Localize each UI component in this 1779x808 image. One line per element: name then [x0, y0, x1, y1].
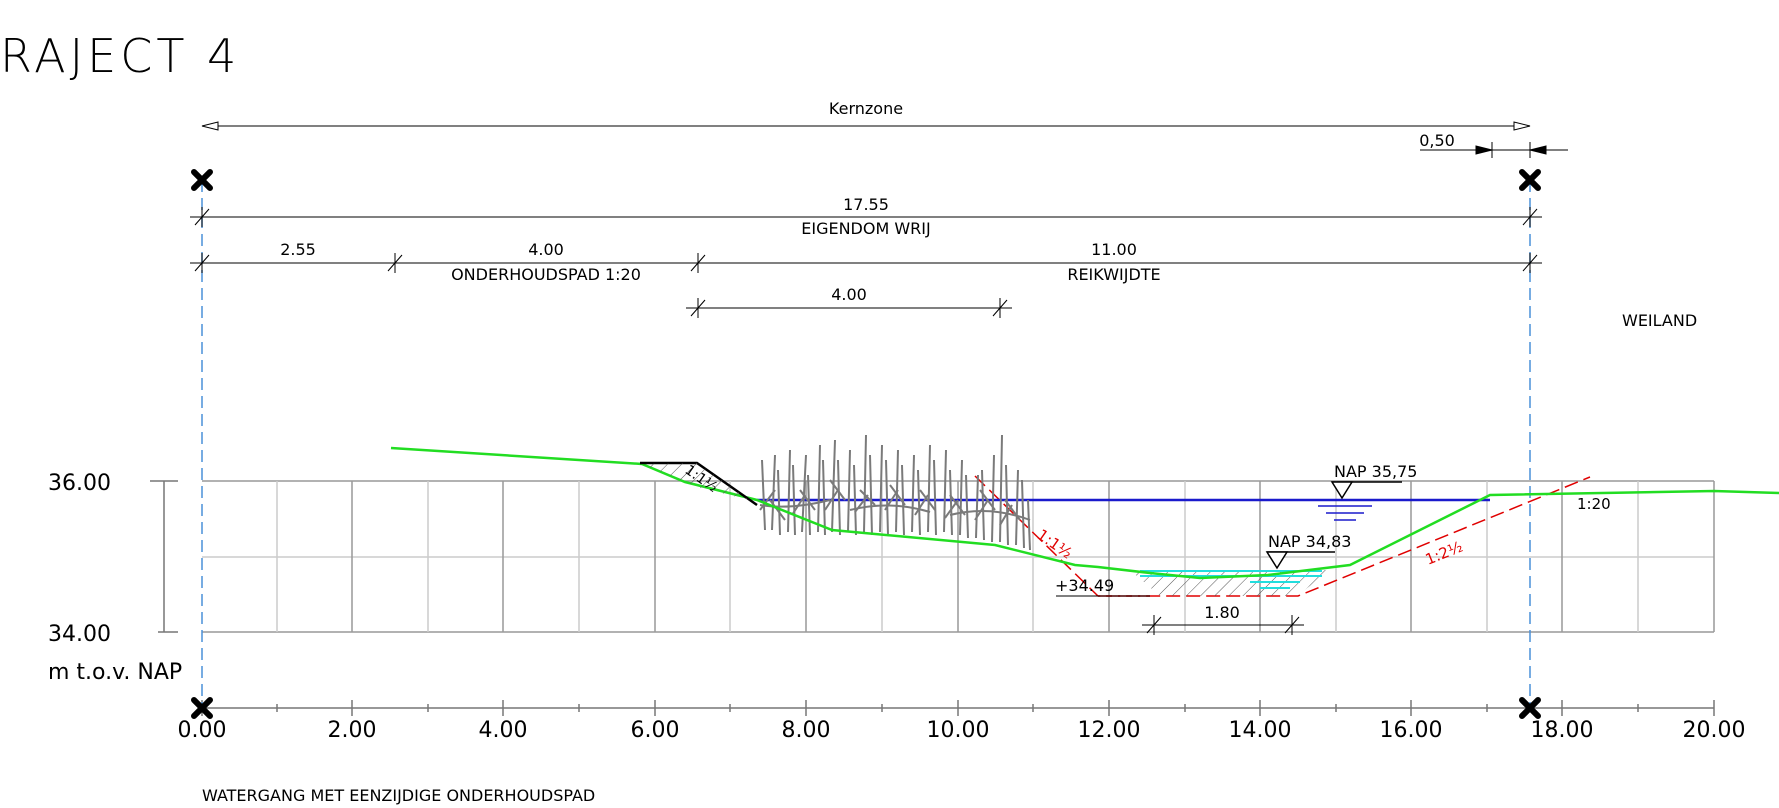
terrain-profile	[390, 446, 1779, 580]
grid	[202, 480, 1715, 633]
y-tick-label: 34.00	[48, 622, 111, 647]
boundary-lines	[201, 180, 1531, 708]
x-tick-label: 12.00	[1078, 718, 1141, 743]
reed-width-label: 4.00	[831, 285, 867, 304]
x-tick-label: 20.00	[1683, 718, 1746, 743]
boundary-marker-icon	[191, 697, 213, 719]
reach-width-label: 11.00	[1091, 240, 1137, 259]
bottom-level-label: +34.49	[1055, 576, 1114, 595]
y-axis-unit: m t.o.v. NAP	[48, 660, 182, 685]
x-tick-label: 18.00	[1531, 718, 1594, 743]
reed-vegetation	[759, 434, 1031, 551]
bottom-width-dimension	[1142, 615, 1304, 635]
embankment-hatch	[642, 463, 750, 500]
offset-dimension	[1420, 142, 1568, 158]
x-tick-label: 2.00	[328, 718, 377, 743]
x-tick-label: 8.00	[782, 718, 831, 743]
water-level-label: NAP 35,75	[1334, 462, 1417, 481]
eigendom-label: EIGENDOM WRIJ	[801, 219, 930, 238]
total-width-dimension	[190, 207, 1542, 227]
x-tick-label: 10.00	[927, 718, 990, 743]
x-tick-label: 14.00	[1229, 718, 1292, 743]
boundary-marker-icon	[1519, 169, 1541, 191]
pad-left-label: 2.55	[280, 240, 316, 259]
boundary-marker-icon	[1519, 697, 1541, 719]
x-tick-label: 6.00	[631, 718, 680, 743]
reach-label: REIKWIJDTE	[1067, 265, 1160, 284]
page-title: RAJECT 4	[0, 29, 240, 83]
x-axis	[201, 700, 1715, 716]
kernzone-label: Kernzone	[829, 99, 903, 118]
total-width-label: 17.55	[843, 195, 889, 214]
y-tick-label: 36.00	[48, 471, 111, 496]
boundary-marker-icon	[191, 169, 213, 191]
offset-label: 0,50	[1419, 131, 1455, 150]
area-label: WEILAND	[1622, 311, 1697, 330]
water-level-lines	[1318, 505, 1372, 521]
right-field-slope-label: 1:20	[1577, 495, 1611, 513]
x-tick-label: 16.00	[1380, 718, 1443, 743]
pad-label: ONDERHOUDSPAD 1:20	[451, 265, 641, 284]
y-axis	[150, 480, 178, 633]
reed-dimension	[686, 298, 1012, 318]
low-level-label: NAP 34,83	[1268, 532, 1351, 551]
segment-dimension	[190, 253, 1542, 273]
water-level-icon	[1330, 481, 1402, 500]
x-tick-label: 4.00	[479, 718, 528, 743]
pad-width-label: 4.00	[528, 240, 564, 259]
kernzone-dimension	[201, 121, 1531, 131]
low-level-icon	[1265, 551, 1335, 570]
drawing-subtitle: WATERGANG MET EENZIJDIGE ONDERHOUDSPAD	[202, 786, 595, 805]
bottom-width-label: 1.80	[1204, 603, 1240, 622]
x-tick-label: 0.00	[178, 718, 227, 743]
